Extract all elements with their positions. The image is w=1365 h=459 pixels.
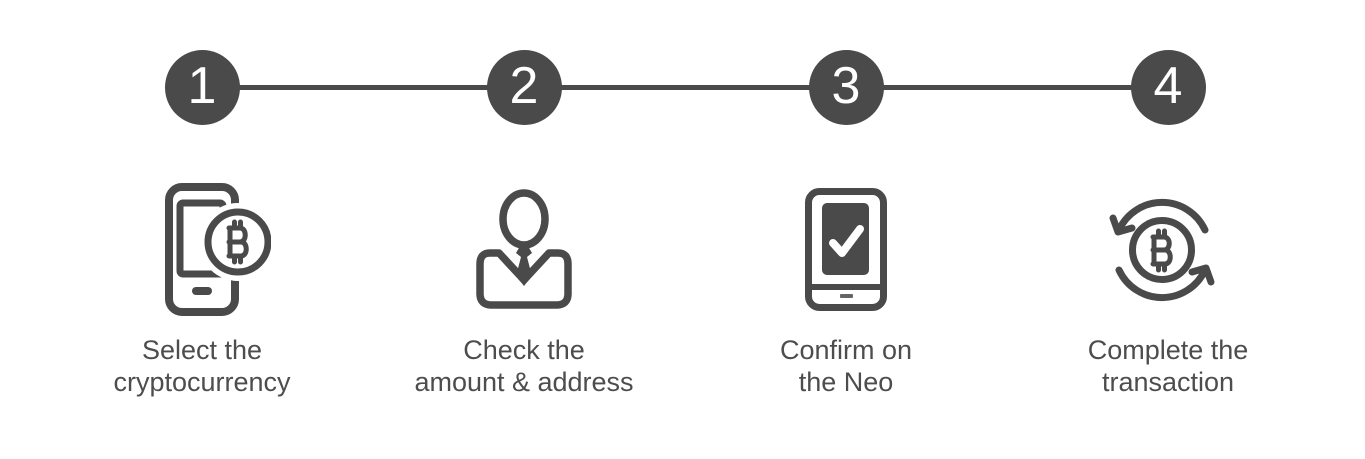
step-circle-2: 2 bbox=[486, 50, 562, 125]
step-label: Complete the transaction bbox=[1087, 335, 1249, 397]
device-brand-mark bbox=[840, 294, 853, 298]
step-number: 3 bbox=[831, 56, 861, 115]
step-circle-3: 3 bbox=[808, 50, 884, 125]
step-icon-wrap bbox=[1109, 182, 1226, 317]
step-circle-1: 1 bbox=[164, 50, 240, 125]
step-column-4: 4 Complete the transaction bbox=[1007, 0, 1329, 398]
bitcoin-cycle-icon bbox=[1109, 198, 1215, 301]
step-column-2: 2 Check the amount & address bbox=[363, 0, 685, 398]
step-label: Check the amount & address bbox=[414, 335, 634, 397]
phone-bitcoin-icon bbox=[165, 183, 271, 316]
step-circle-4: 4 bbox=[1130, 50, 1206, 125]
step-label: Confirm on the Neo bbox=[779, 335, 913, 397]
step-number: 4 bbox=[1153, 56, 1183, 115]
person-tie-icon bbox=[476, 188, 572, 309]
step-number: 2 bbox=[509, 56, 539, 115]
step-column-3: 3 Confirm on the Neo bbox=[685, 0, 1007, 398]
step-label: Select the cryptocurrency bbox=[113, 335, 291, 397]
step-icon-wrap bbox=[149, 182, 271, 317]
step-column-1: 1 Select the cryptocurrency bbox=[41, 0, 363, 398]
step-icon-wrap bbox=[804, 182, 888, 317]
step-connector-line bbox=[202, 85, 1168, 90]
step-number: 1 bbox=[187, 56, 217, 115]
step-icon-wrap bbox=[476, 182, 572, 317]
device-checkmark-icon bbox=[805, 188, 887, 311]
